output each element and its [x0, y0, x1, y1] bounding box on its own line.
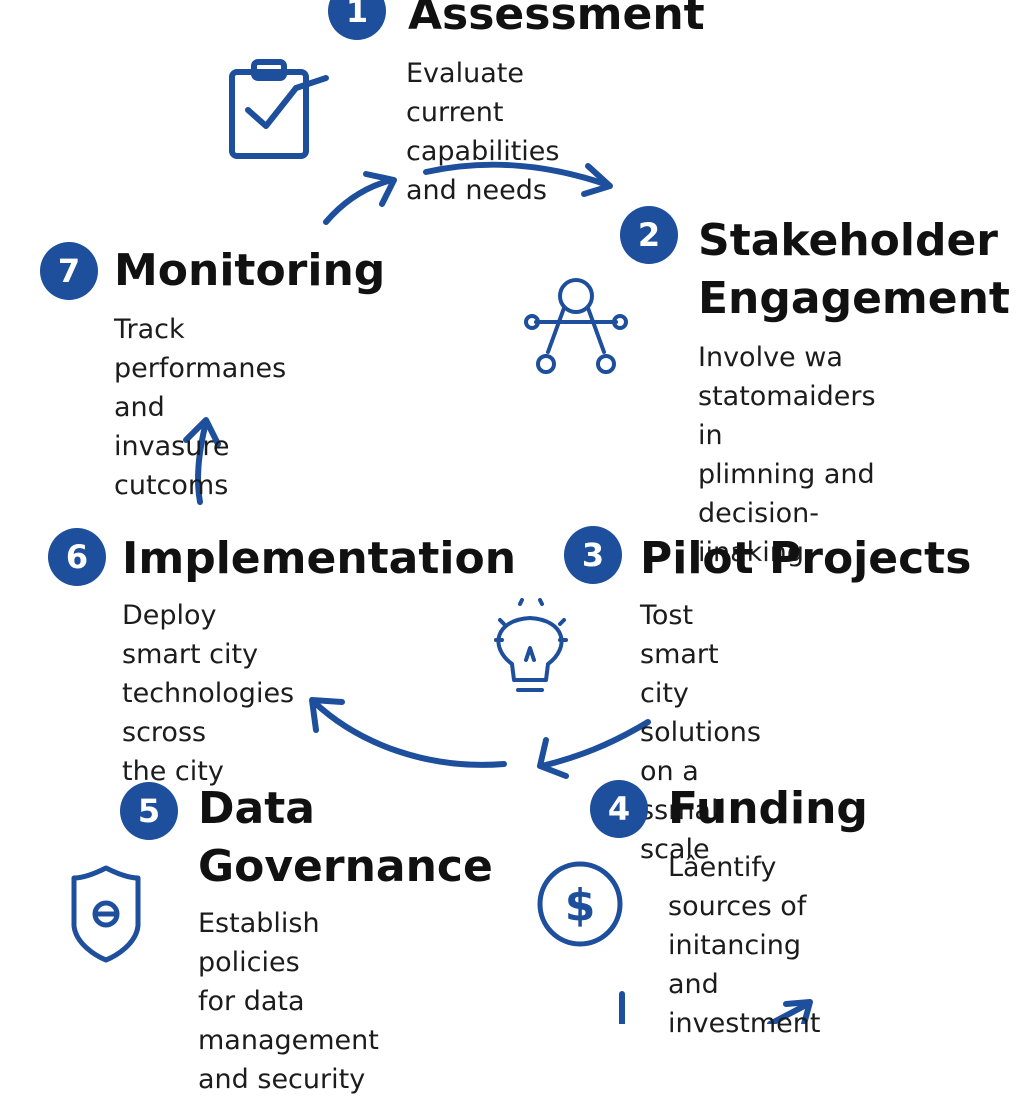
step-number-badge: 2: [620, 206, 678, 264]
arrow-monitoring-to-assessment: [323, 171, 397, 225]
step-description: Track performanes and invasure cutcoms: [114, 314, 287, 501]
dollar-coin-icon: [537, 861, 623, 947]
step-title: Assessment: [408, 0, 705, 40]
step-description: Involve wa statomaiders in plimning and …: [698, 342, 876, 568]
clipboard-check-icon: [229, 59, 329, 159]
lightbulb-icon: [494, 598, 568, 692]
step-description: Establish policies for data management a…: [198, 908, 379, 1095]
step-title: Stakeholder Engagement: [698, 215, 1010, 324]
step-description: Lâentify sources of initancing and inves…: [668, 852, 821, 1039]
cycle-diagram-graphics: $: [71, 59, 813, 1024]
step-number-badge: 4: [590, 780, 648, 838]
step-title: Implementation: [122, 533, 517, 584]
step-title: Pilot Projects: [640, 533, 972, 584]
step-description: Evaluate current capabilities and needs: [406, 58, 560, 206]
arrow-implementation-to-monitoring: [183, 417, 221, 505]
arrow-assessment-to-stakeholder: [423, 161, 613, 197]
dollar-sign-glyph: $: [565, 880, 596, 931]
step-number-badge: 7: [40, 242, 98, 300]
shield-icon: [71, 865, 141, 963]
step-title: Funding: [668, 783, 868, 834]
arrow-bottom-up-right: [767, 999, 813, 1024]
step-number-badge: 6: [48, 528, 106, 586]
step-number-badge: 5: [120, 782, 178, 840]
arrow-pilot-to-implementation: [309, 697, 507, 768]
network-nodes-icon: [524, 278, 628, 374]
step-number-badge: 3: [564, 526, 622, 584]
arrow-funding-to-pilot: [537, 719, 651, 779]
step-title: Monitoring: [114, 245, 386, 296]
step-description: Tost smart city solutions on a ssmall sc…: [640, 600, 761, 865]
step-description: Deploy smart city technologies scross th…: [122, 600, 295, 787]
step-title: Data Governance: [198, 783, 493, 892]
